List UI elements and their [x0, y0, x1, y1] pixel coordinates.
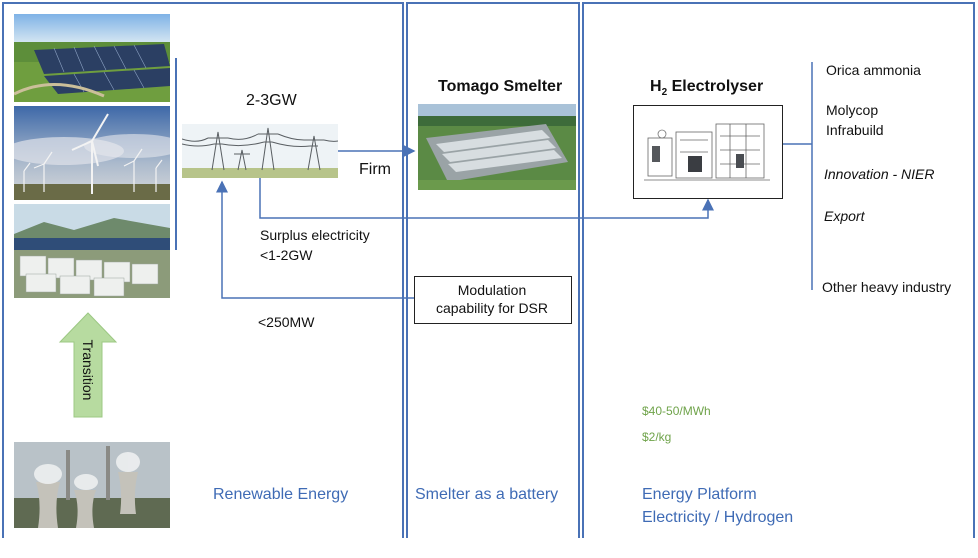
- electrolyser-title-suffix: Electrolyser: [667, 78, 764, 95]
- panel-divider-1a: [402, 2, 404, 538]
- smelter-footer: Smelter as a battery: [415, 486, 559, 503]
- panel-divider-2a: [578, 2, 580, 538]
- smelter-title: Tomago Smelter: [438, 78, 563, 95]
- panel-border-top-mid: [406, 2, 580, 4]
- firm-label: Firm: [359, 161, 391, 178]
- transition-arrow: [58, 312, 118, 418]
- modulation-label-line2: capability for DSR: [435, 300, 549, 316]
- coal-power-plant-image: [14, 442, 170, 528]
- hydrogen-price: $2/kg: [642, 430, 672, 444]
- offtaker-export: Export: [824, 208, 865, 224]
- panel-divider-2b: [582, 2, 584, 538]
- transition-label: Transition: [80, 339, 96, 401]
- panel-border-right: [973, 2, 975, 538]
- panel-divider-1b: [406, 2, 408, 538]
- electrolyser-title-subscript: 2: [661, 87, 668, 99]
- offtaker-molycop: Molycop: [826, 102, 879, 118]
- panel-border-top-right: [582, 2, 974, 4]
- offtaker-infrabuild: Infrabuild: [826, 122, 884, 138]
- battery-storage-image: [14, 204, 170, 298]
- solar-farm-image: [14, 14, 170, 102]
- renewable-bracket-line: [175, 58, 177, 250]
- offtaker-innovation: Innovation - NIER: [824, 166, 935, 182]
- electrolyser-title: H2 Electrolyser: [650, 78, 763, 102]
- return-label: <250MW: [258, 314, 315, 330]
- electrolyser-equipment-image: [640, 112, 774, 190]
- smelter-image: [418, 104, 576, 190]
- modulation-box: [414, 276, 572, 324]
- platform-footer-line2: Electricity / Hydrogen: [642, 509, 794, 526]
- transmission-lines-image: [182, 124, 338, 178]
- panel-border-left: [2, 2, 4, 538]
- offtaker-orica: Orica ammonia: [826, 62, 921, 78]
- modulation-label-line1: Modulation: [457, 282, 527, 298]
- surplus-label-line2: <1-2GW: [260, 247, 313, 263]
- platform-footer-line1: Energy Platform: [642, 486, 757, 503]
- capacity-label: 2-3GW: [246, 92, 297, 109]
- wind-farm-image: [14, 106, 170, 200]
- electrolyser-title-prefix: H: [650, 78, 662, 95]
- surplus-label-line1: Surplus electricity: [260, 227, 370, 243]
- renewable-footer: Renewable Energy: [213, 486, 349, 503]
- panel-border-top-left: [2, 2, 403, 4]
- offtaker-other: Other heavy industry: [822, 279, 952, 295]
- electricity-price: $40-50/MWh: [642, 404, 711, 418]
